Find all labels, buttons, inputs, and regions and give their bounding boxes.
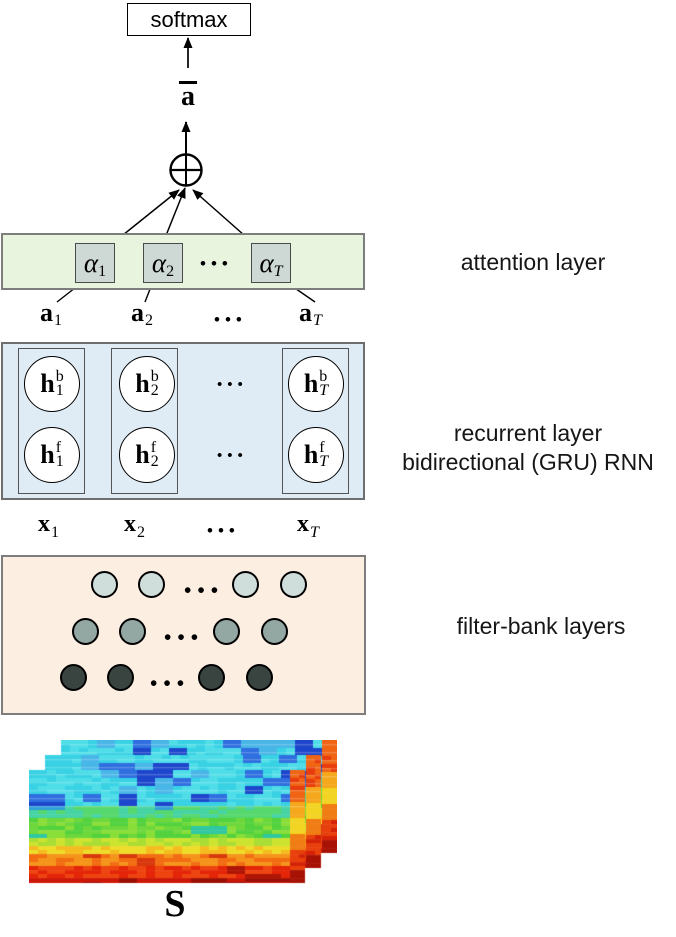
x2-base: x	[124, 511, 136, 537]
filterbank-node	[198, 664, 225, 691]
filterbank-node	[213, 618, 240, 645]
sum-node-icon	[169, 153, 203, 187]
xT-base: x	[297, 511, 309, 537]
overbar	[179, 81, 197, 84]
alpha-T-base: α	[259, 247, 274, 278]
hf1-base: h	[40, 440, 55, 469]
a2-base: a	[131, 298, 144, 327]
hfT-sub: T	[319, 453, 329, 470]
recurrent-layer-label: recurrent layer bidirectional (GRU) RNN	[378, 419, 676, 477]
x-row-ellipsis: •••	[207, 521, 240, 540]
timestep-column-2	[111, 348, 178, 494]
timestep-column-1	[18, 348, 85, 494]
spectrogram-stack	[29, 740, 337, 885]
hb1-sub: 1	[55, 382, 64, 399]
x1-base: x	[38, 511, 50, 537]
filterbank-node	[107, 664, 134, 691]
softmax-box: softmax	[127, 3, 251, 36]
hbT-sub: T	[319, 382, 329, 399]
filterbank-node	[138, 571, 165, 598]
a2-sub: 2	[145, 312, 153, 329]
a-row-ellipsis: •••	[214, 310, 247, 329]
hb2-base: h	[135, 369, 150, 398]
hf2-base: h	[135, 440, 150, 469]
hf2-sup: f	[150, 439, 157, 456]
hb2-sup: b	[150, 368, 159, 385]
filterbank-node	[91, 571, 118, 598]
hf2-sub: 2	[150, 453, 159, 470]
hf1-sub: 1	[55, 453, 64, 470]
alpha-2-base: α	[151, 247, 167, 278]
filterbank-node	[119, 618, 146, 645]
pooled-vector-label: a	[170, 81, 206, 112]
filterbank-node	[60, 664, 87, 691]
recurrent-label-line2: bidirectional (GRU) RNN	[402, 449, 654, 475]
filterbank-row1-ellipsis: •••	[184, 578, 225, 602]
hb1-base: h	[40, 369, 55, 398]
hb1-sup: b	[55, 368, 64, 385]
hf1-sup: f	[55, 439, 62, 456]
softmax-label: softmax	[150, 6, 228, 32]
attention-layer-band	[1, 233, 365, 290]
x1-sub: 1	[51, 524, 59, 541]
hbT-sup: b	[319, 368, 328, 385]
alpha-T-sub: T	[273, 263, 283, 280]
pooled-vector-base: a	[181, 81, 195, 112]
hb2-sub: 2	[150, 382, 159, 399]
xT-sub: T	[310, 524, 319, 541]
aT-sub: T	[313, 312, 322, 329]
recurrent-label-line1: recurrent layer	[453, 420, 603, 446]
alpha-1-base: α	[83, 247, 99, 278]
hbT-base: h	[303, 369, 319, 398]
a1-sub: 1	[54, 312, 62, 329]
filterbank-node	[246, 664, 273, 691]
hfT-sup: f	[319, 439, 325, 456]
spectrogram-label: S	[164, 883, 186, 925]
alpha-2-sub: 2	[166, 263, 175, 280]
filterbank-row3-ellipsis: •••	[150, 671, 191, 695]
alpha-1-sub: 1	[98, 263, 107, 280]
filterbank-node	[280, 571, 307, 598]
filterbank-row2-ellipsis: •••	[164, 625, 205, 649]
attention-layer-label: attention layer	[460, 249, 606, 275]
filterbank-node	[261, 618, 288, 645]
x2-sub: 2	[137, 524, 145, 541]
forward-ellipsis: •••	[217, 448, 248, 464]
filterbank-node	[72, 618, 99, 645]
attention-ellipsis: •••	[200, 254, 233, 273]
filterbank-node	[232, 571, 259, 598]
filterbank-label: filter-bank layers	[456, 613, 626, 639]
aT-base: a	[299, 298, 312, 327]
hfT-base: h	[303, 440, 319, 469]
a1-base: a	[40, 298, 53, 327]
backward-ellipsis: •••	[217, 377, 248, 393]
timestep-column-T	[282, 348, 349, 494]
